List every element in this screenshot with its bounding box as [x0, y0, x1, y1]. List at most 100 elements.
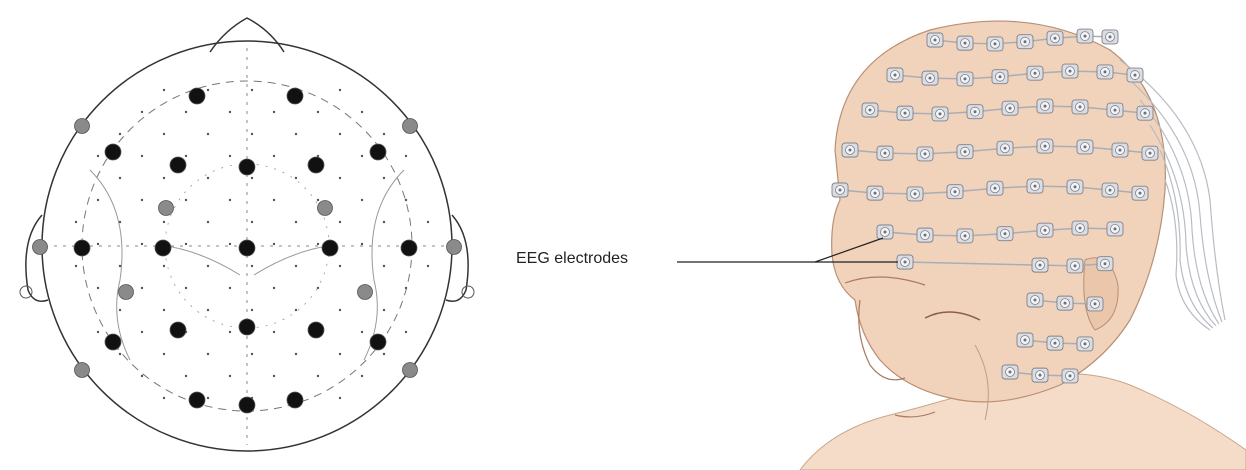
position-dot	[228, 286, 232, 290]
position-dot	[74, 264, 78, 268]
cap-electrode	[966, 104, 984, 120]
position-dot	[426, 264, 430, 268]
position-dot	[404, 198, 408, 202]
electrode-oz	[238, 396, 256, 414]
cap-electrode	[1096, 64, 1114, 80]
electrode-f8	[369, 143, 387, 161]
position-dot	[96, 286, 100, 290]
brow	[844, 276, 926, 286]
position-dot	[338, 264, 342, 268]
electrode-p3	[169, 321, 187, 339]
position-dot	[272, 110, 276, 114]
eyelid	[924, 311, 981, 321]
cap-electrode	[1106, 221, 1124, 237]
electrode-f4	[307, 156, 325, 174]
nose	[858, 299, 906, 381]
position-dot	[118, 308, 122, 312]
cap-electrode	[1066, 258, 1084, 274]
cap-electrode	[1001, 100, 1019, 116]
position-dot	[250, 264, 254, 268]
cap-electrode	[1111, 142, 1129, 158]
position-dot	[118, 264, 122, 268]
position-dot	[338, 88, 342, 92]
cap-electrode	[1036, 98, 1054, 114]
position-dot	[382, 176, 386, 180]
position-dot	[272, 374, 276, 378]
position-dot	[162, 220, 166, 224]
electrode-cp6	[357, 284, 373, 300]
wire-bundle	[1119, 59, 1226, 331]
position-dot	[96, 154, 100, 158]
cap-electrode	[1101, 182, 1119, 198]
position-dot	[228, 110, 232, 114]
position-dot	[250, 176, 254, 180]
position-dot	[338, 132, 342, 136]
electrode-fc6	[317, 200, 333, 216]
cap-electrode	[1076, 28, 1094, 44]
cap-electrode	[1031, 257, 1049, 273]
cap-electrode	[1076, 336, 1094, 352]
position-dot	[140, 330, 144, 334]
position-dot	[162, 132, 166, 136]
electrode-fz	[238, 158, 256, 176]
cap-electrode	[1026, 292, 1044, 308]
electrode-t10	[446, 239, 462, 255]
position-dot	[294, 220, 298, 224]
cap-electrode	[1036, 222, 1054, 238]
position-dot	[140, 242, 144, 246]
left-center-arc	[159, 244, 241, 276]
position-dot	[382, 308, 386, 312]
callout-leader	[677, 237, 898, 263]
cap-electrode	[1016, 332, 1034, 348]
cap-electrode	[991, 69, 1009, 85]
cap-electrode	[921, 70, 939, 86]
cap-electrode	[1086, 296, 1104, 312]
left-ear-outline	[25, 214, 49, 302]
position-dot	[382, 220, 386, 224]
position-dot	[206, 264, 210, 268]
position-dot	[316, 154, 320, 158]
position-dot	[316, 374, 320, 378]
position-dot	[316, 242, 320, 246]
electrode-pz	[238, 318, 256, 336]
position-dot	[140, 154, 144, 158]
cap-electrode	[1046, 30, 1064, 46]
electrode-t7	[73, 239, 91, 257]
position-dot	[184, 110, 188, 114]
cap-electrode	[896, 254, 914, 270]
cap-electrode	[931, 106, 949, 122]
cap-electrode	[1106, 102, 1124, 118]
cap-electrode	[956, 71, 974, 87]
position-dot	[118, 352, 122, 356]
position-dot	[404, 154, 408, 158]
position-dot	[382, 352, 386, 356]
cap-electrode	[876, 145, 894, 161]
cap-electrode	[896, 105, 914, 121]
position-dot	[294, 176, 298, 180]
position-dot	[360, 154, 364, 158]
electrode-po7	[74, 362, 90, 378]
position-dot	[360, 110, 364, 114]
right-lateral-arc	[363, 169, 405, 361]
cap-electrode	[1141, 145, 1159, 161]
electrode-montage-diagram	[19, 17, 475, 452]
position-dot	[250, 132, 254, 136]
position-dot	[316, 286, 320, 290]
position-dot	[360, 198, 364, 202]
cap-electrode	[1071, 99, 1089, 115]
electrode-fp1	[188, 87, 206, 105]
position-dot	[162, 308, 166, 312]
cap-electrode	[831, 182, 849, 198]
position-dot	[118, 220, 122, 224]
position-dot	[162, 88, 166, 92]
electrode-cz	[238, 239, 256, 257]
eeg-electrodes-label: EEG electrodes	[516, 250, 629, 267]
position-dot	[206, 352, 210, 356]
position-dot	[404, 286, 408, 290]
electrode-p7	[104, 333, 122, 351]
cap-electrode	[1061, 368, 1079, 384]
right-ear-outline	[445, 214, 469, 302]
minor-position-dots	[74, 88, 430, 400]
cap-electrode	[1136, 105, 1154, 121]
position-dot	[206, 176, 210, 180]
